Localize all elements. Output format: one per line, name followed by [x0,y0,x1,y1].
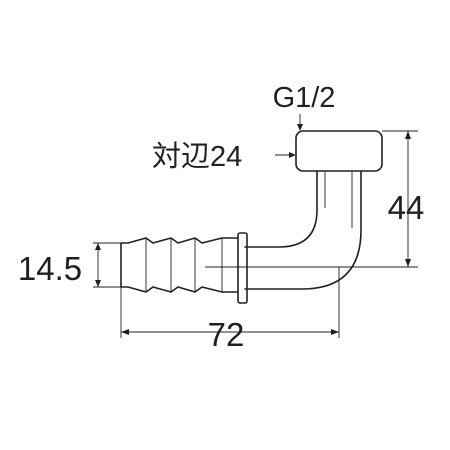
hose-barb-outline [120,237,239,293]
elbow-body [244,170,362,290]
height-arrow-bottom [405,259,411,267]
diameter-arrow-top [95,243,101,250]
hose-barb [120,237,239,293]
elbow-inner-wall [244,170,318,248]
length-label: 72 [208,316,245,353]
hex-nut [295,130,383,172]
diameter-arrow-bottom [95,280,101,287]
elbow-outer-wall [244,170,362,290]
thread-leader-arrow [297,124,303,131]
length-dimension: 72 [120,267,340,353]
collar [237,232,248,304]
across-flats-dimension: 対辺24 [152,140,296,173]
length-arrow-left [121,329,129,335]
hose-diameter-dimension: 14.5 [18,242,121,288]
collar-outline [237,232,248,304]
across-flats-label: 対辺24 [152,140,242,173]
height-dimension: 44 [382,130,425,267]
length-arrow-right [331,329,339,335]
across-flats-leader-arrow [289,152,296,158]
thread-label: G1/2 [273,82,336,114]
height-arrow-top [405,131,411,139]
hose-diameter-label: 14.5 [18,250,82,287]
thread-dimension: G1/2 [273,82,336,131]
height-label: 44 [388,189,425,226]
hex-nut-outline [295,130,383,172]
